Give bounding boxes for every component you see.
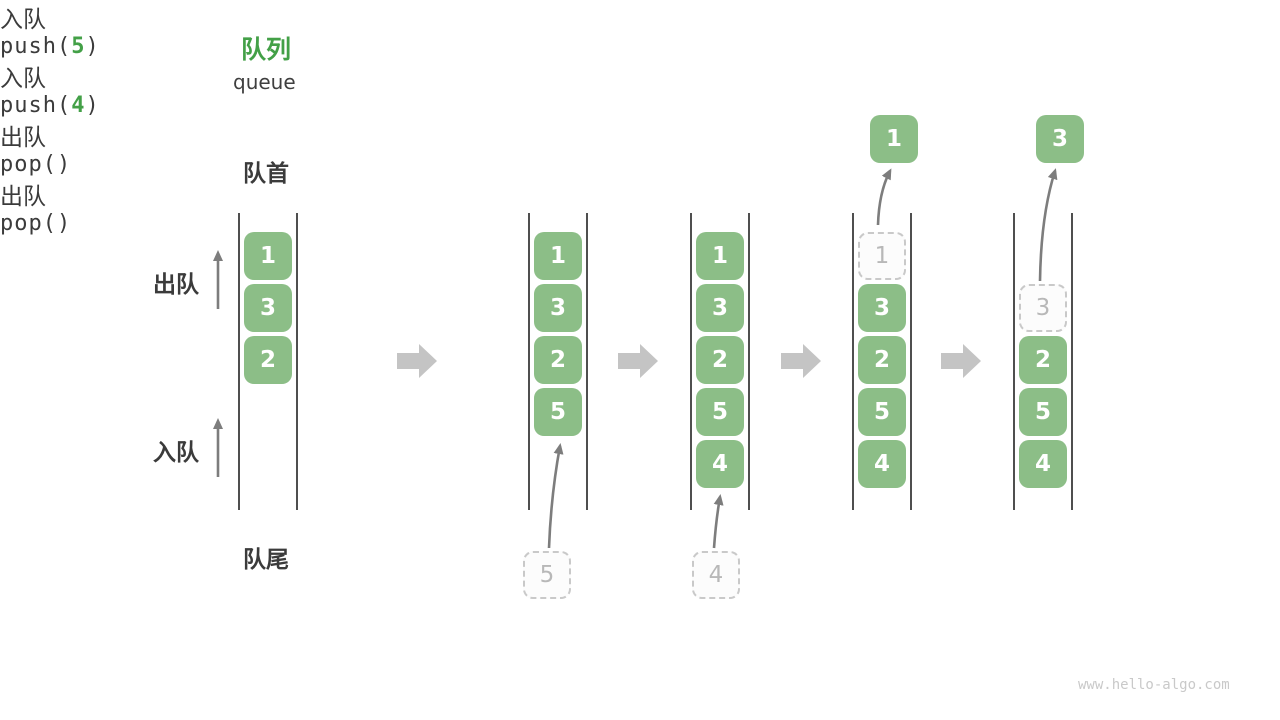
queue-item: 3	[534, 284, 582, 332]
label-enqueue-side: 入队	[153, 440, 199, 466]
push-call-label: push(5)	[0, 34, 100, 59]
queue-item: 5	[858, 388, 906, 436]
queue-rail-left	[690, 213, 692, 510]
queue-rail-left	[238, 213, 240, 510]
push-call-label: push(4)	[0, 93, 100, 118]
queue-rail-left	[852, 213, 854, 510]
queue-rail-right	[910, 213, 912, 510]
enqueue-action-label: 入队	[0, 7, 46, 33]
queue-item: 3	[858, 284, 906, 332]
queue-item: 2	[696, 336, 744, 384]
label-queue-rear: 队尾	[243, 547, 289, 573]
queue-item-staged: 4	[692, 551, 740, 599]
dequeue-action-label: 出队	[0, 125, 46, 151]
label-dequeue-side: 出队	[153, 272, 199, 298]
queue-rail-right	[1071, 213, 1073, 510]
watermark: www.hello-algo.com	[1078, 677, 1230, 693]
queue-item: 1	[696, 232, 744, 280]
queue-rail-right	[748, 213, 750, 510]
queue-item-popped: 3	[1036, 115, 1084, 163]
queue-item: 3	[696, 284, 744, 332]
queue-item: 1	[534, 232, 582, 280]
queue-item: 2	[244, 336, 292, 384]
pop-call-label: pop()	[0, 152, 72, 177]
queue-item: 2	[534, 336, 582, 384]
dequeue-action-label: 出队	[0, 184, 46, 210]
queue-item-ghost: 3	[1019, 284, 1067, 332]
label-queue-front: 队首	[243, 161, 289, 187]
enqueue-action-label: 入队	[0, 66, 46, 92]
diagram-title-zh: 队列	[241, 35, 292, 64]
queue-item: 4	[1019, 440, 1067, 488]
queue-item-staged: 5	[523, 551, 571, 599]
queue-rail-right	[586, 213, 588, 510]
queue-item: 2	[858, 336, 906, 384]
queue-item: 5	[534, 388, 582, 436]
pop-call-label: pop()	[0, 211, 72, 236]
queue-item-popped: 1	[870, 115, 918, 163]
queue-item: 1	[244, 232, 292, 280]
queue-item: 4	[696, 440, 744, 488]
queue-item: 3	[244, 284, 292, 332]
queue-item: 2	[1019, 336, 1067, 384]
queue-item: 5	[696, 388, 744, 436]
queue-rail-right	[296, 213, 298, 510]
queue-item-ghost: 1	[858, 232, 906, 280]
diagram-title-en: queue	[233, 70, 296, 94]
queue-item: 4	[858, 440, 906, 488]
push-arg-value: 5	[71, 34, 86, 59]
queue-rail-left	[1013, 213, 1015, 510]
queue-rail-left	[528, 213, 530, 510]
queue-item: 5	[1019, 388, 1067, 436]
push-arg-value: 4	[71, 93, 86, 118]
